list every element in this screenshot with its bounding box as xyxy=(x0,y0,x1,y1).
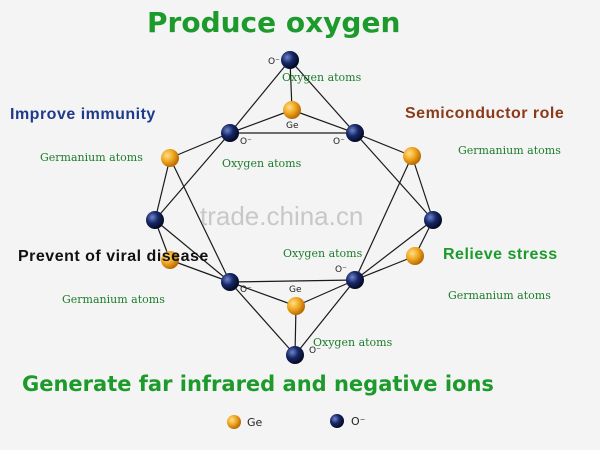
germanium-atom xyxy=(403,147,421,165)
oxygen-ion-label: O⁻ xyxy=(333,137,345,147)
footer-caption: Generate far infrared and negative ions xyxy=(22,372,494,396)
legend-ge-label: Ge xyxy=(247,416,263,429)
label-germanium-atoms-right-top: Germanium atoms xyxy=(458,144,561,157)
benefit-semiconductor-role: Semiconductor role xyxy=(405,105,565,122)
label-oxygen-atoms-center-mid: Oxygen atoms xyxy=(283,247,363,260)
label-oxygen-atoms-bottom: Oxygen atoms xyxy=(313,336,393,349)
legend-oxygen-swatch xyxy=(330,414,344,428)
germanium-symbol-label: Ge xyxy=(286,121,299,131)
oxygen-ion-label: O⁻ xyxy=(309,346,321,356)
label-oxygen-atoms-top: Oxygen atoms xyxy=(282,71,362,84)
watermark: trade.china.cn xyxy=(200,201,364,231)
oxygen-ion-label: O⁻ xyxy=(268,57,280,67)
oxygen-atom xyxy=(346,124,364,142)
oxygen-atom xyxy=(424,211,442,229)
oxygen-ion-label: O⁻ xyxy=(240,137,252,147)
benefit-prevent-viral-disease: Prevent of viral disease xyxy=(18,248,209,265)
oxygen-atom xyxy=(221,124,239,142)
oxygen-atom xyxy=(286,346,304,364)
benefit-relieve-stress: Relieve stress xyxy=(443,246,558,263)
oxygen-atom xyxy=(281,51,299,69)
bond-lines xyxy=(154,59,434,356)
legend-ge-swatch xyxy=(227,415,241,429)
label-germanium-atoms-right-bottom: Germanium atoms xyxy=(448,289,551,302)
germanium-atom xyxy=(161,149,179,167)
germanium-atom xyxy=(406,247,424,265)
oxygen-atom xyxy=(221,273,239,291)
germanium-atom xyxy=(161,251,179,269)
label-oxygen-atoms-center-top: Oxygen atoms xyxy=(222,157,302,170)
page-title: Produce oxygen xyxy=(147,6,401,39)
oxygen-ion-label: O⁻ xyxy=(240,285,252,295)
germanium-symbol-label: Ge xyxy=(289,285,302,295)
oxygen-atom xyxy=(346,271,364,289)
oxygen-atom xyxy=(146,211,164,229)
label-germanium-atoms-left-bottom: Germanium atoms xyxy=(62,293,165,306)
germanium-atom xyxy=(287,297,305,315)
legend-oxygen-label: O⁻ xyxy=(351,415,366,428)
label-germanium-atoms-left-top: Germanium atoms xyxy=(40,151,143,164)
germanium-atom xyxy=(283,101,301,119)
oxygen-ion-label: O⁻ xyxy=(335,265,347,275)
benefit-improve-immunity: Improve immunity xyxy=(10,106,156,123)
